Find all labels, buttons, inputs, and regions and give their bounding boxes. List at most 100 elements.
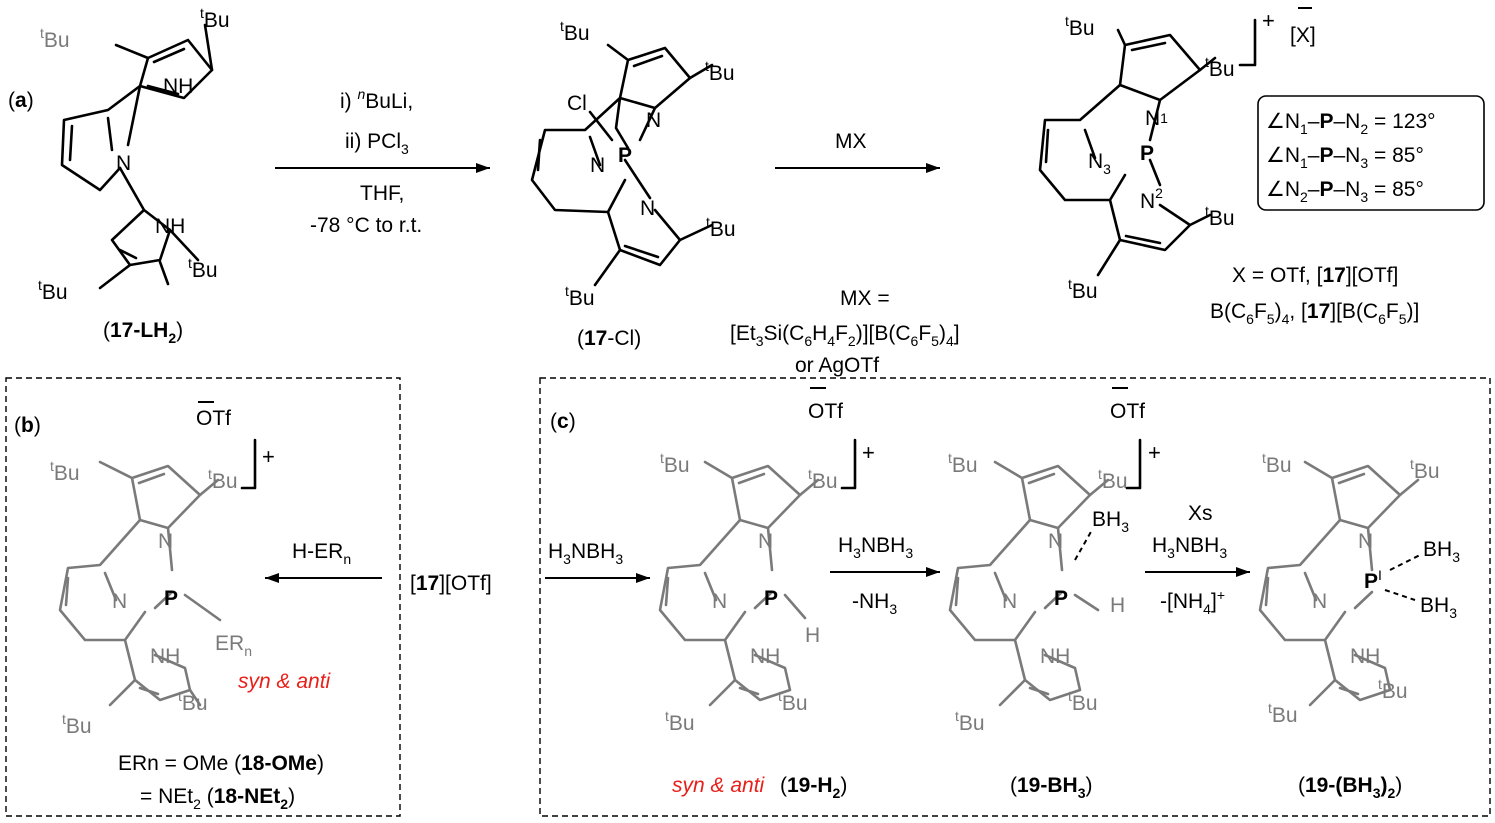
dative-bond	[1389, 554, 1421, 571]
nh-label: NH	[150, 645, 180, 668]
angles-box	[1257, 95, 1485, 211]
tbu-label: tBu	[955, 708, 985, 735]
nh-label: NH	[155, 215, 185, 238]
counterion-label: [X]	[1290, 24, 1316, 47]
structure-17-Cl	[530, 43, 714, 287]
p-label: P	[1054, 587, 1068, 610]
condition-text: -78 °C to r.t.	[310, 214, 422, 237]
ern-text: = NEt2 (18-NEt2)	[140, 785, 295, 812]
tbu-label: tBu	[1378, 676, 1408, 703]
angle-text: ∠N1–P–N3 = 85°	[1266, 144, 1424, 171]
reagent-text: H3NBH3	[1152, 534, 1227, 561]
nh-label: NH	[163, 75, 193, 98]
dative-bond	[1384, 589, 1416, 601]
cl-label: Cl	[567, 92, 587, 115]
reagent-text: H3NBH3	[548, 540, 623, 567]
reagent-text: H3NBH3	[838, 534, 913, 561]
n-label: N	[1048, 530, 1063, 553]
panel-b-label: (b)	[14, 414, 41, 437]
nh-label: NH	[1350, 645, 1380, 668]
x-definition: X = OTf, [17][OTf]	[1232, 264, 1398, 287]
angle-text: ∠N1–P–N2 = 123°	[1266, 110, 1436, 137]
charge-plus: +	[1148, 440, 1161, 465]
reagent-text: Xs	[1188, 502, 1213, 525]
mx-definition: MX =	[840, 287, 890, 310]
p-label: P	[618, 144, 632, 167]
structure-18	[58, 460, 222, 707]
tbu-label: tBu	[1205, 203, 1235, 230]
n2-label: N2	[1140, 185, 1163, 213]
tbu-label: tBu	[1065, 13, 1095, 40]
reagent-text: -[NH4]+	[1160, 587, 1225, 617]
tbu-label: tBu	[560, 18, 590, 45]
bh3-label: BH3	[1092, 508, 1129, 535]
tbu-label: tBu	[50, 458, 80, 485]
p-label: P	[1140, 142, 1154, 165]
structure-19-H2	[658, 460, 820, 707]
tbu-label: tBu	[706, 214, 736, 241]
tbu-label: tBu	[1098, 466, 1128, 493]
tbu-label: tBu	[1068, 276, 1098, 303]
condition-text: i) nBuLi,	[340, 86, 413, 113]
tbu-label: tBu	[1262, 450, 1292, 477]
condition-text: THF,	[360, 182, 404, 205]
n-label: N	[1002, 590, 1017, 613]
bh3-label: BH3	[1420, 594, 1457, 621]
panel-b-box	[5, 377, 401, 817]
isomer-note: syn & anti	[238, 670, 332, 693]
compound-label-17-Cl: (17-Cl)	[577, 327, 641, 350]
h-label: H	[1110, 594, 1125, 617]
tbu-label: tBu	[1205, 54, 1235, 81]
p-label: PI	[1364, 567, 1382, 593]
dative-bond	[1074, 529, 1093, 561]
tbu-label: tBu	[188, 255, 218, 282]
n-label: N	[640, 197, 655, 220]
n-label: N	[158, 530, 173, 553]
reagent-text: H-ERn	[292, 540, 351, 567]
tbu-label: tBu	[178, 688, 208, 715]
tbu-label: tBu	[38, 277, 68, 304]
tbu-label: tBu	[40, 25, 70, 52]
structure-19-BH3-2	[1258, 460, 1420, 707]
n-label: N	[112, 590, 127, 613]
panel-c-label: (c)	[550, 410, 576, 433]
tbu-label: tBu	[1268, 700, 1298, 727]
tbu-label: tBu	[1410, 456, 1440, 483]
nh-label: NH	[1040, 645, 1070, 668]
otf-label: OTf	[196, 407, 231, 430]
x-definition: B(C6F5)4, [17][B(C6F5)]	[1210, 300, 1419, 327]
n3-label: N3	[1088, 150, 1111, 177]
tbu-label: tBu	[660, 450, 690, 477]
n-label: N	[1312, 590, 1327, 613]
tbu-label: tBu	[62, 711, 92, 738]
n1-label: N1	[1145, 107, 1168, 130]
charge-plus: +	[1262, 8, 1275, 33]
tbu-label: tBu	[1068, 688, 1098, 715]
reagent-text: -NH3	[852, 590, 897, 617]
n-label: N	[116, 152, 131, 175]
condition-text: ii) PCl3	[345, 130, 409, 157]
charge-plus: +	[862, 440, 875, 465]
n-label: N	[1358, 530, 1373, 553]
otf-label: OTf	[808, 400, 843, 423]
er-label: ERn	[215, 632, 252, 659]
structure-17-cation	[1038, 18, 1257, 277]
mx-definition: [Et3Si(C6H4F2)][B(C6F5)4]	[730, 322, 960, 349]
n-label: N	[646, 109, 661, 132]
compound-label-17-LH2: (17-LH2)	[103, 319, 183, 346]
panel-c-box	[539, 377, 1491, 817]
tbu-label: tBu	[778, 688, 808, 715]
tbu-label: tBu	[565, 283, 595, 310]
compound-label-19-BH3: (19-BH3)	[1010, 774, 1092, 801]
panel-a-label: (a)	[8, 89, 34, 112]
start-material-label: [17][OTf]	[410, 572, 492, 595]
otf-label: OTf	[1110, 400, 1145, 423]
bh3-label: BH3	[1423, 538, 1460, 565]
condition-text: MX	[835, 130, 867, 153]
tbu-label: tBu	[705, 58, 735, 85]
angle-text: ∠N2–P–N3 = 85°	[1266, 178, 1424, 205]
n-label: N	[712, 590, 727, 613]
h-label: H	[805, 624, 820, 647]
n-label: N	[590, 154, 605, 177]
